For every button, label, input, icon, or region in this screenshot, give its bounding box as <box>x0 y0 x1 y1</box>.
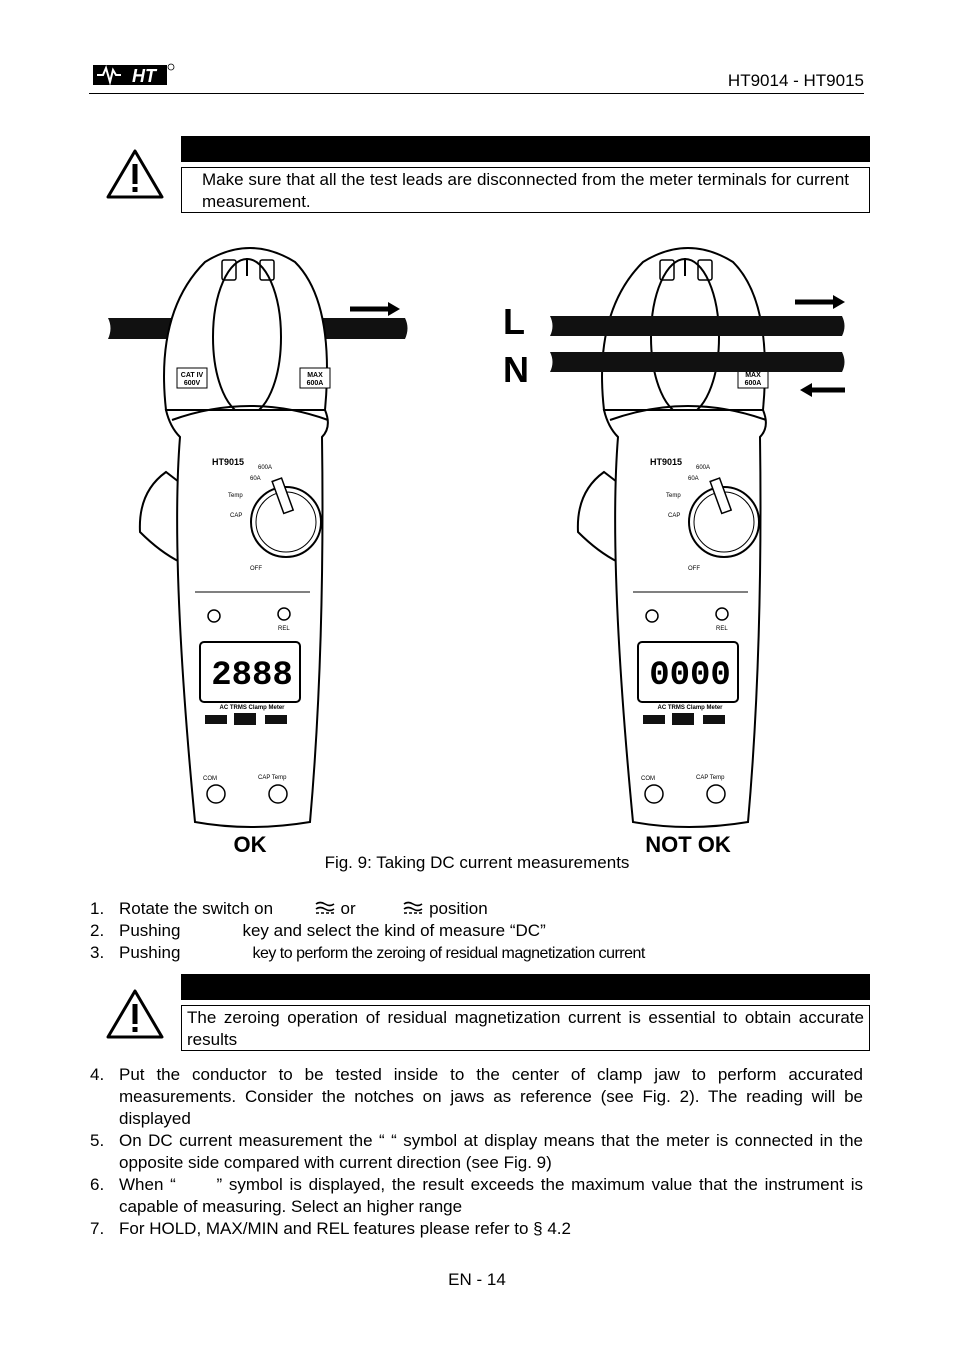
logo-text: HT <box>132 66 158 86</box>
figure-caption: Fig. 9: Taking DC current measurements <box>324 853 630 872</box>
svg-text:60A: 60A <box>250 476 261 482</box>
svg-text:AC TRMS Clamp Meter: AC TRMS Clamp Meter <box>657 705 723 711</box>
warning-icon <box>105 148 165 200</box>
svg-text:COM: COM <box>203 776 217 782</box>
svg-text:600A: 600A <box>258 465 272 471</box>
svg-text:HT9015: HT9015 <box>212 457 244 467</box>
header-model: HT9014 - HT9015 <box>727 71 864 90</box>
svg-text:600V: 600V <box>184 380 201 387</box>
result-not-ok: NOT OK <box>645 832 731 857</box>
cable-n <box>550 352 845 372</box>
result-ok: OK <box>234 832 267 857</box>
meter-right: MAX 600A HT9015 600A 60A Temp CAP OFF RE… <box>576 247 769 857</box>
page-number: EN - 14 <box>448 1270 506 1289</box>
ht-logo: HT <box>93 62 175 88</box>
svg-text:CAP: CAP <box>668 513 680 519</box>
ac-dc-icon <box>314 899 336 921</box>
step-4: 4. Put the conductor to be tested inside… <box>90 1065 863 1128</box>
meter-left: CAT IV 600V MAX 600A HT9015 600A 60A Tem… <box>108 247 408 857</box>
warning-header-bar-2 <box>181 974 870 1000</box>
svg-text:600A: 600A <box>696 465 710 471</box>
header-rule <box>89 93 864 94</box>
svg-text:OFF: OFF <box>688 566 700 572</box>
svg-text:600A: 600A <box>745 380 762 387</box>
svg-text:60A: 60A <box>688 476 699 482</box>
cable-l <box>550 316 845 336</box>
step-5: 5. On DC current measurement the “ “ sym… <box>90 1131 863 1172</box>
label-n: N <box>503 349 529 390</box>
svg-text:CAT IV: CAT IV <box>181 372 204 379</box>
figure-clamp-meters: CAT IV 600V MAX 600A HT9015 600A 60A Tem… <box>100 232 860 860</box>
svg-text:CAP: CAP <box>230 513 242 519</box>
display-left: 2888 <box>211 657 293 695</box>
warning-header-bar <box>181 136 870 162</box>
svg-text:Temp: Temp <box>666 493 681 499</box>
svg-text:600A: 600A <box>307 380 324 387</box>
svg-text:REL: REL <box>716 626 728 632</box>
svg-text:CAP Temp: CAP Temp <box>696 775 725 781</box>
svg-text:OFF: OFF <box>250 566 262 572</box>
svg-text:Temp: Temp <box>228 493 243 499</box>
ac-dc-icon-2 <box>402 899 424 921</box>
warning-text-2: The zeroing operation of residual magnet… <box>181 1005 870 1051</box>
svg-text:MAX: MAX <box>307 372 323 379</box>
svg-text:HT9015: HT9015 <box>650 457 682 467</box>
label-l: L <box>503 301 525 342</box>
svg-text:COM: COM <box>641 776 655 782</box>
svg-text:CAP Temp: CAP Temp <box>258 775 287 781</box>
svg-text:REL: REL <box>278 626 290 632</box>
svg-text:AC TRMS Clamp Meter: AC TRMS Clamp Meter <box>219 705 285 711</box>
step-7: 7. For HOLD, MAX/MIN and REL features pl… <box>90 1219 571 1238</box>
svg-text:MAX: MAX <box>745 372 761 379</box>
warning-icon-2 <box>105 988 165 1040</box>
step-6: 6. When “ ” symbol is displayed, the res… <box>90 1175 868 1216</box>
warning-text: Make sure that all the test leads are di… <box>181 167 870 213</box>
display-right: 0000 <box>649 657 731 695</box>
